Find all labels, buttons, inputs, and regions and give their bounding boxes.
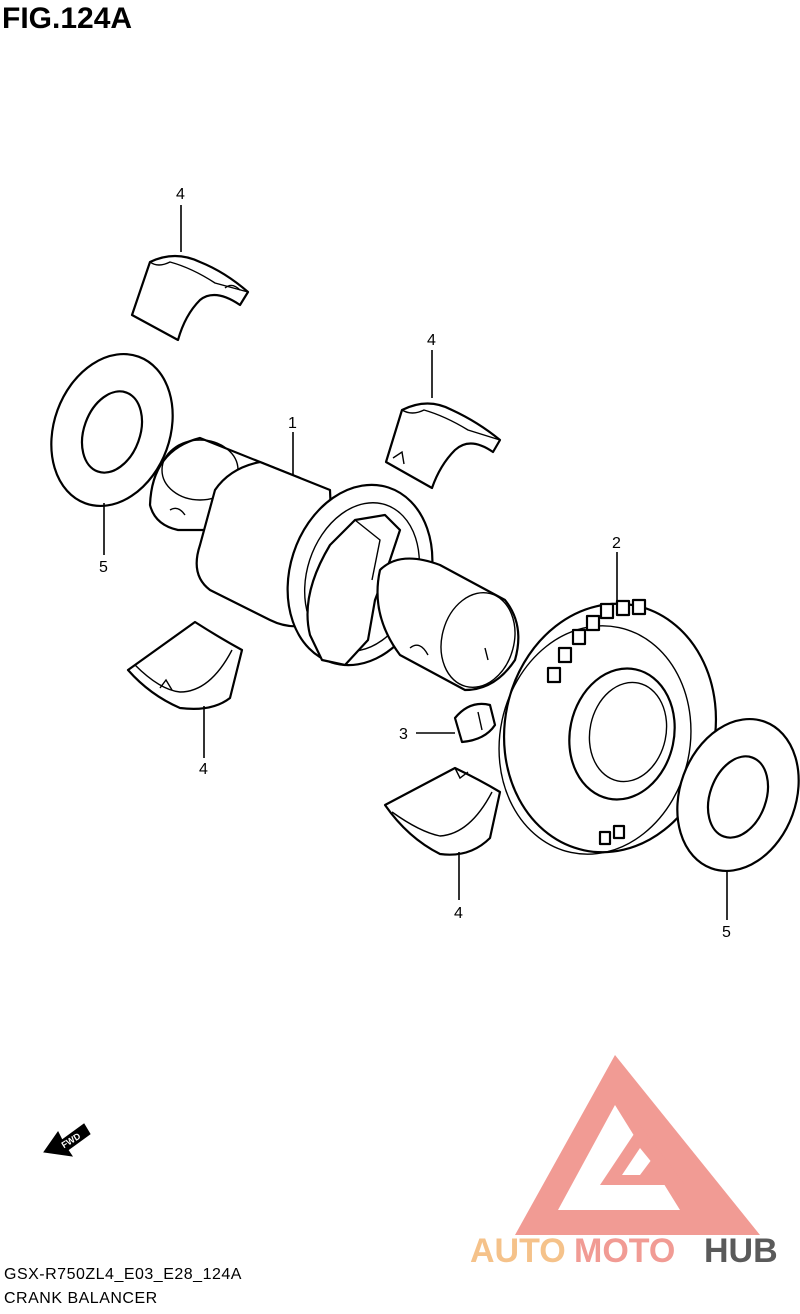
bearing-shell-top-right	[384, 402, 502, 490]
footer-section-name: CRANK BALANCER	[4, 1290, 158, 1307]
callout-4-top-left: 4	[176, 186, 185, 203]
callout-4-bottom-right: 4	[454, 905, 463, 922]
bearing-shell-bottom-left	[126, 620, 244, 710]
forward-direction-arrow: FWD	[43, 1123, 91, 1157]
thrust-washer-left	[50, 352, 174, 508]
gear-teeth	[546, 598, 647, 846]
logo-text-moto: MOTO	[574, 1232, 675, 1270]
callout-5-right: 5	[722, 924, 731, 941]
figure-title: FIG.124A	[2, 2, 133, 35]
footer-model-code: GSX-R750ZL4_E03_E28_124A	[4, 1266, 242, 1283]
bearing-shell-top-left	[130, 254, 250, 342]
thrust-washer-right	[676, 717, 800, 873]
callout-2: 2	[612, 535, 621, 552]
callout-5-left: 5	[99, 559, 108, 576]
logo-text-auto: AUTO	[470, 1232, 566, 1270]
balancer-shaft	[148, 436, 520, 692]
callout-3: 3	[399, 726, 408, 743]
logo-text-hub: HUB	[704, 1232, 778, 1270]
callout-4-top-right: 4	[427, 332, 436, 349]
automotohub-logo: AUTO MOTO HUB	[470, 1055, 778, 1270]
callout-labels: 4 4 1 2 3 4 4 5 5	[99, 186, 731, 941]
callout-1: 1	[288, 415, 297, 432]
callout-4-bottom-left: 4	[199, 761, 208, 778]
leader-lines	[103, 205, 728, 920]
bearing-shell-bottom-right	[383, 766, 502, 856]
balancer-drive-gear	[498, 598, 718, 855]
woodruff-key	[453, 702, 497, 744]
